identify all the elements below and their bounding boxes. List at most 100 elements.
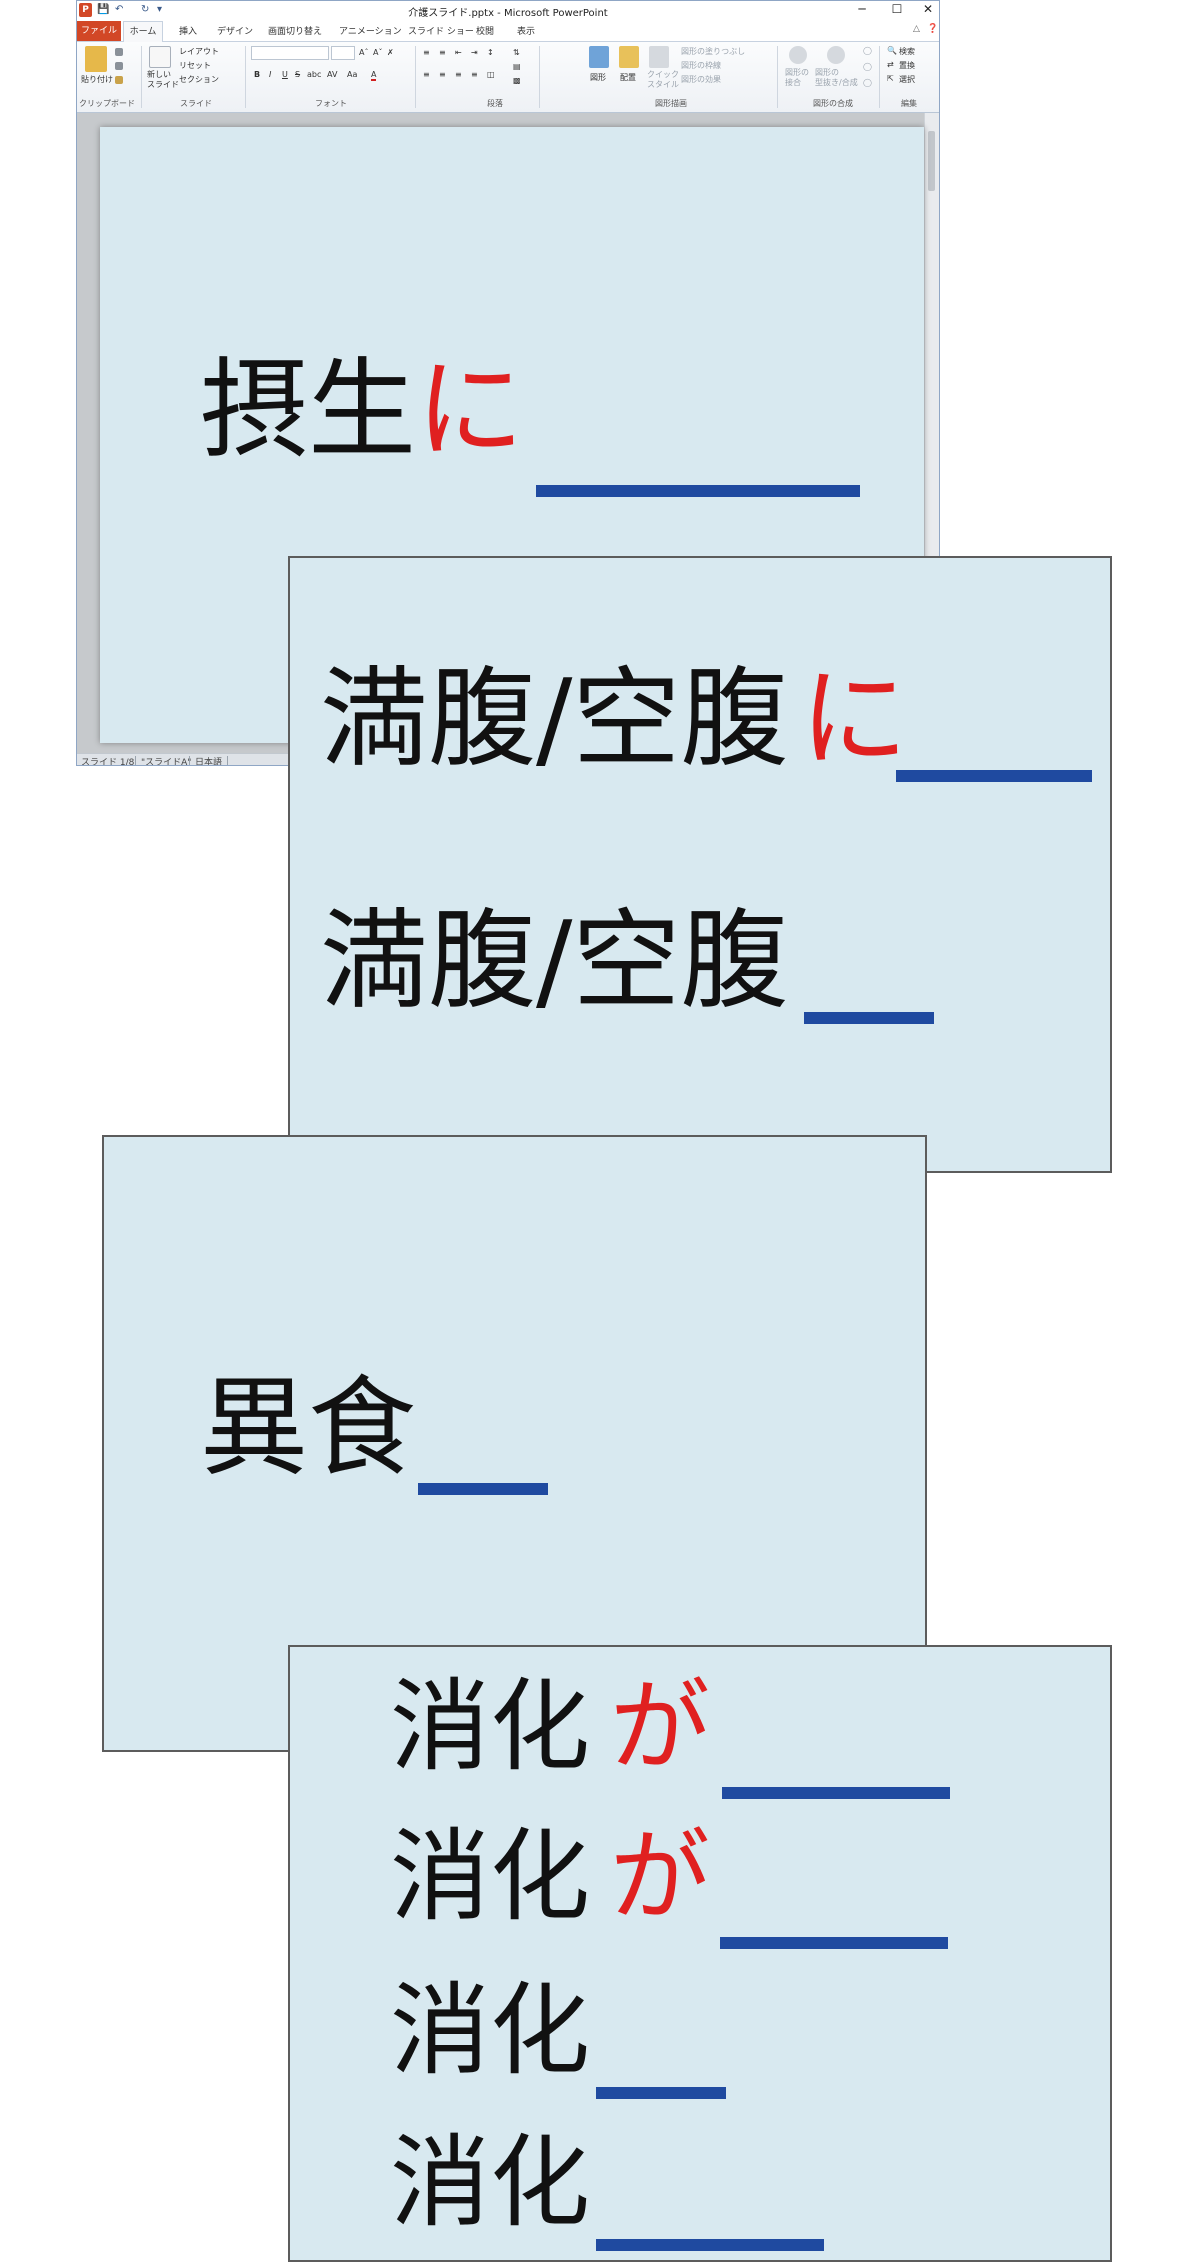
status-divider [135, 756, 136, 765]
copy-icon[interactable] [115, 62, 123, 70]
italic-button[interactable]: I [269, 70, 272, 79]
section-button[interactable]: セクション [179, 75, 219, 84]
slide-1-particle: に [416, 348, 525, 473]
shape-effects-button[interactable]: 図形の効果 [681, 75, 721, 84]
slide-4[interactable]: 消化 が 消化 が 消化 消化 [288, 1645, 1112, 2262]
shape-fill-button[interactable]: 図形の塗りつぶし [681, 47, 746, 56]
select-icon[interactable]: ⇱ [887, 74, 894, 83]
bold-button[interactable]: B [254, 70, 261, 79]
shape-union-icon[interactable] [789, 46, 807, 64]
paste-icon[interactable] [85, 46, 107, 72]
clear-format-icon[interactable]: ✗ [387, 48, 394, 57]
language-indicator[interactable]: 日本語 [195, 758, 223, 766]
new-slide-button[interactable]: 新しい スライド [147, 70, 179, 89]
font-size-dropdown[interactable] [331, 46, 355, 60]
shape-union-button[interactable]: 図形の 接合 [785, 68, 809, 87]
character-spacing-button[interactable]: AV [327, 70, 338, 79]
tab-slideshow[interactable]: スライド ショー [408, 27, 474, 37]
slide-4-line-1-text: 消化 [390, 1668, 590, 1785]
shape-fragment-button[interactable]: 図形の 型抜き/合成 [815, 68, 858, 87]
text-direction-icon[interactable]: ⇅ [513, 48, 520, 57]
shrink-font-icon[interactable]: Aˇ [373, 48, 383, 57]
font-group-label: フォント [315, 99, 347, 108]
tab-review[interactable]: 校閲 [476, 27, 495, 37]
tab-home[interactable]: ホーム [123, 21, 163, 42]
slide-3-text: 異食 [200, 1366, 417, 1491]
layout-button[interactable]: レイアウト [179, 47, 219, 56]
slide-2[interactable]: 満腹/空腹 に 満腹/空腹 [288, 556, 1112, 1173]
change-case-button[interactable]: Aa [347, 70, 358, 79]
shapes-button[interactable]: 図形 [590, 73, 606, 82]
align-right-icon[interactable]: ≡ [455, 70, 462, 79]
align-text-icon[interactable]: ▤ [513, 62, 521, 71]
align-center-icon[interactable]: ≡ [439, 70, 446, 79]
paste-button[interactable]: 貼り付け [81, 75, 113, 84]
shape-fragment-icon[interactable] [827, 46, 845, 64]
tab-animations[interactable]: アニメーション [339, 27, 402, 37]
decrease-indent-icon[interactable]: ⇤ [455, 48, 462, 57]
font-name-dropdown[interactable] [251, 46, 329, 60]
select-button[interactable]: 選択 [899, 75, 915, 84]
scrollbar-thumb[interactable] [928, 131, 935, 191]
format-painter-icon[interactable] [115, 76, 123, 84]
group-divider [141, 46, 142, 108]
find-icon[interactable]: 🔍 [887, 46, 897, 55]
bullets-icon[interactable]: ≡ [423, 48, 430, 57]
arrange-button[interactable]: 配置 [620, 73, 636, 82]
shape-outline-button[interactable]: 図形の枠線 [681, 61, 721, 70]
undo-icon[interactable]: ↶ [115, 4, 124, 15]
slide-4-line-3-blank [596, 2087, 726, 2099]
quick-styles-button[interactable]: クイック スタイル [647, 70, 679, 89]
replace-icon[interactable]: ⇄ [887, 60, 894, 69]
font-color-button[interactable]: A [371, 70, 377, 81]
slide-3-blank [418, 1483, 548, 1495]
group-divider [245, 46, 246, 108]
slide-4-line-4-text: 消化 [390, 2124, 590, 2241]
slide-4-line-1-blank [722, 1787, 950, 1799]
save-icon[interactable]: 💾 [97, 4, 110, 15]
justify-icon[interactable]: ≡ [471, 70, 478, 79]
new-slide-icon[interactable] [149, 46, 171, 68]
close-button[interactable]: ✕ [922, 2, 934, 16]
tab-file[interactable]: ファイル [77, 21, 121, 41]
redo-icon[interactable]: ↻ [141, 4, 150, 15]
group-divider [539, 46, 540, 108]
slides-group-label: スライド [180, 99, 212, 108]
slide-counter: スライド 1/8 [81, 758, 135, 766]
grow-font-icon[interactable]: Aˆ [359, 48, 369, 57]
minimize-button[interactable]: ─ [858, 2, 866, 16]
merge-option-icon[interactable]: ◯ [863, 78, 872, 87]
help-icon[interactable]: ❓ [927, 24, 939, 34]
arrange-icon[interactable] [619, 46, 639, 68]
tab-design[interactable]: デザイン [217, 27, 254, 37]
columns-icon[interactable]: ◫ [487, 70, 495, 79]
tab-transitions[interactable]: 画面切り替え [268, 27, 323, 37]
increase-indent-icon[interactable]: ⇥ [471, 48, 478, 57]
underline-button[interactable]: U [282, 70, 288, 79]
drawing-group-label: 図形描画 [655, 99, 687, 108]
strikethrough-button[interactable]: S [295, 70, 301, 79]
editing-group-label: 編集 [901, 99, 917, 108]
find-button[interactable]: 検索 [899, 47, 915, 56]
replace-button[interactable]: 置換 [899, 61, 915, 70]
tab-insert[interactable]: 挿入 [179, 27, 198, 37]
merge-option-icon[interactable]: ◯ [863, 62, 872, 71]
minimize-ribbon-icon[interactable]: △ [913, 24, 920, 34]
slide-1-text: 摂生 [200, 348, 417, 473]
tab-view[interactable]: 表示 [517, 27, 536, 37]
shapes-icon[interactable] [589, 46, 609, 68]
merge-option-icon[interactable]: ◯ [863, 46, 872, 55]
reset-button[interactable]: リセット [179, 61, 211, 70]
quick-styles-icon[interactable] [649, 46, 669, 68]
customize-quick-access-icon[interactable]: ▾ [157, 4, 163, 15]
numbering-icon[interactable]: ≡ [439, 48, 446, 57]
maximize-button[interactable]: ☐ [891, 2, 903, 16]
align-left-icon[interactable]: ≡ [423, 70, 430, 79]
line-spacing-icon[interactable]: ↕ [487, 48, 494, 57]
smartart-icon[interactable]: ▩ [513, 76, 521, 85]
slide-4-line-2-text: 消化 [390, 1818, 590, 1935]
cut-icon[interactable] [115, 48, 123, 56]
powerpoint-app-icon[interactable]: P [79, 3, 92, 17]
group-divider [415, 46, 416, 108]
shadow-button[interactable]: abc [307, 70, 322, 79]
